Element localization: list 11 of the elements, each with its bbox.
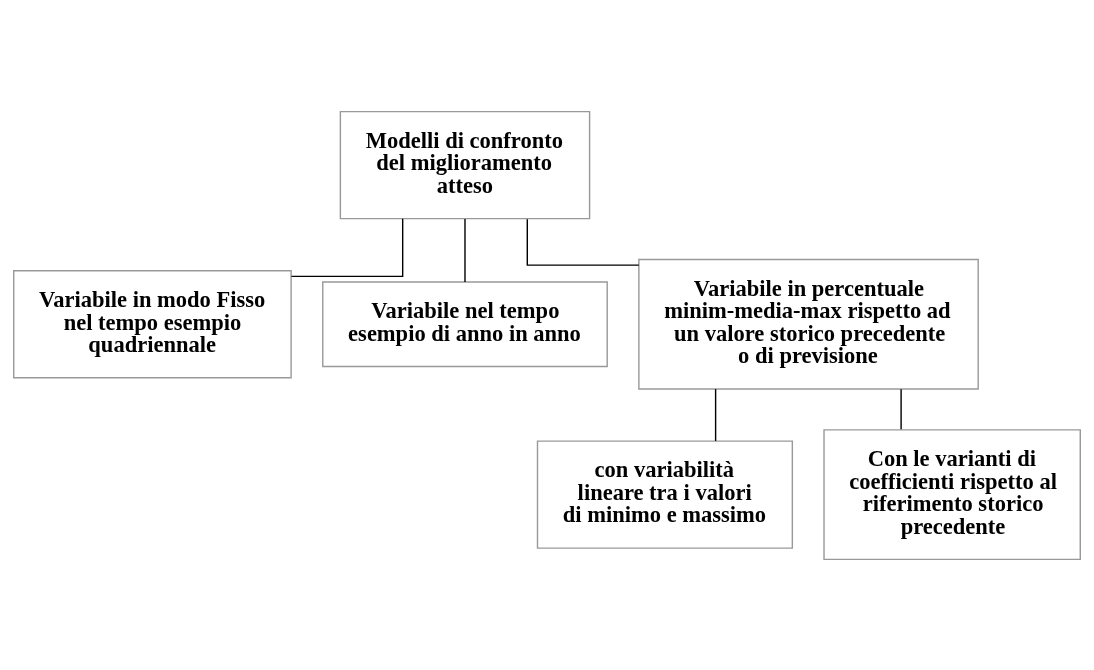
node-box: con variabilità lineare tra i valori di minimo e massimo (536, 439, 794, 549)
node-box: Modelli di confronto del miglioramento atteso (339, 110, 591, 219)
node-box: Variabile nel tempo esempio di anno in anno (322, 280, 608, 367)
node-box: Con le varianti di coefficienti rispetto al riferimento storico precedente (823, 428, 1081, 560)
connector (526, 218, 640, 266)
node-box: Variabile in percentuale minim-media-max rispetto ad un valore storico precedente o di previsione (638, 258, 979, 390)
node-box: Variabile in modo Fisso nel tempo esempio quadriennale (13, 269, 292, 378)
connector (290, 217, 404, 277)
connector (900, 387, 902, 430)
connector (714, 387, 717, 442)
connector (464, 217, 466, 283)
